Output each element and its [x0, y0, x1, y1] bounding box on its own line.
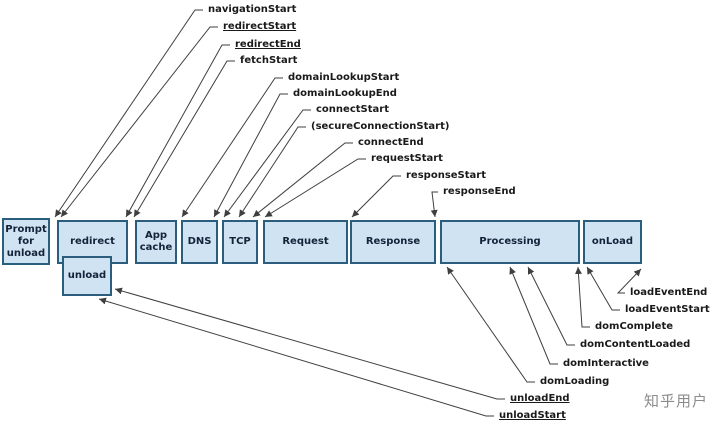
label-request-start: requestStart	[369, 152, 445, 166]
box-dns: DNS	[181, 220, 218, 264]
leader-navigation-start	[54, 9, 203, 218]
leader-dom-loading	[446, 266, 535, 383]
label-navigation-start: navigationStart	[206, 3, 299, 17]
leader-load-event-start	[586, 266, 620, 311]
box-request: Request	[263, 220, 348, 264]
leader-response-start	[351, 175, 401, 218]
box-processing: Processing	[440, 220, 580, 264]
label-fetch-start: fetchStart	[238, 54, 300, 68]
label-unload-end: unloadEnd	[508, 392, 572, 406]
label-domain-lookup-start: domainLookupStart	[286, 71, 402, 85]
label-response-end: responseEnd	[441, 185, 518, 199]
leader-secure-connection-start	[238, 126, 306, 218]
label-response-start: responseStart	[404, 169, 488, 183]
label-dom-content-loaded: domContentLoaded	[578, 338, 693, 352]
leader-response-end	[430, 191, 438, 218]
leader-domain-lookup-end	[213, 93, 288, 218]
box-onload: onLoad	[583, 220, 642, 264]
leader-unload-start	[98, 297, 494, 417]
box-app-cache: App cache	[135, 220, 177, 264]
leader-dom-interactive	[509, 266, 558, 365]
watermark-zhihu-user: 知乎用户	[644, 392, 709, 410]
box-response: Response	[350, 220, 436, 264]
label-connect-end: connectEnd	[356, 136, 426, 150]
leader-connect-start	[223, 109, 311, 218]
leader-fetch-start	[133, 60, 235, 218]
box-tcp: TCP	[222, 220, 258, 264]
label-redirect-end: redirectEnd	[233, 38, 303, 52]
leader-domain-lookup-start	[181, 77, 283, 218]
label-redirect-start: redirectStart	[221, 20, 299, 34]
label-secure-connection-start: (secureConnectionStart)	[309, 120, 452, 134]
label-unload-start: unloadStart	[497, 409, 568, 423]
leader-redirect-start	[60, 26, 218, 218]
label-connect-start: connectStart	[314, 103, 391, 117]
leader-dom-complete	[574, 266, 590, 328]
label-dom-complete: domComplete	[593, 320, 676, 334]
leader-unload-end	[114, 287, 505, 400]
label-load-event-end: loadEventEnd	[628, 286, 710, 300]
leader-request-start	[264, 158, 366, 218]
box-unload: unload	[62, 256, 112, 296]
label-dom-interactive: domInteractive	[561, 357, 651, 371]
leader-redirect-end	[125, 44, 230, 218]
label-domain-lookup-end: domainLookupEnd	[291, 87, 399, 101]
label-load-event-start: loadEventStart	[623, 303, 712, 317]
leader-connect-end	[252, 142, 353, 218]
box-prompt-for-unload: Prompt for unload	[2, 218, 50, 265]
label-dom-loading: domLoading	[538, 375, 612, 389]
leader-dom-content-loaded	[527, 266, 575, 346]
